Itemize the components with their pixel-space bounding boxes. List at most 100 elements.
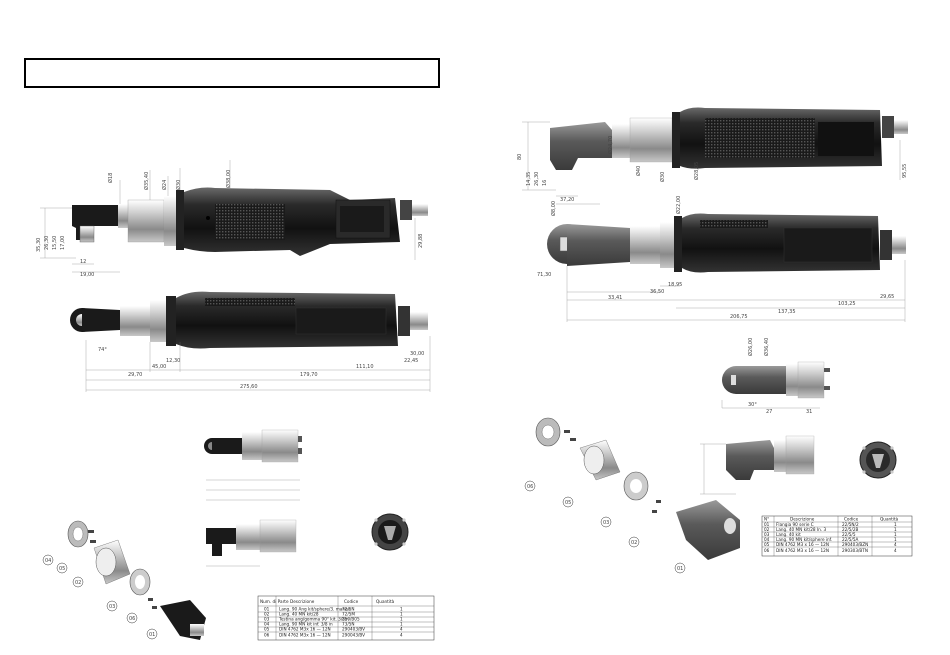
table-cell: 1 — [894, 527, 897, 532]
table-cell: 290403/BV — [342, 627, 365, 632]
table-cell: 4 — [894, 542, 897, 547]
table-cell: 22/5/5 — [842, 532, 856, 537]
dim-label: 111,10 — [356, 364, 374, 370]
dim-label: 103,25 — [838, 301, 856, 307]
table-cell: 06 — [264, 633, 270, 638]
table-cell: 01 — [264, 607, 270, 612]
right-exploded-assembly: 06 05 03 01 02 — [524, 417, 740, 574]
dim-label: Ø30 — [175, 180, 182, 190]
dim-label: 29,88 — [418, 234, 424, 248]
dim-label: Ø8,00 — [550, 201, 557, 216]
dim-label: Ø38,00 — [225, 170, 232, 188]
table-cell: 1 — [894, 537, 897, 542]
table-header: N° — [764, 517, 769, 522]
dim-label: Ø24,70 — [607, 136, 614, 154]
part-label: 01 — [677, 566, 683, 572]
dim-label: Ø30 — [659, 172, 666, 182]
right-front-view: Ø8,00 Ø22,00 71,30 33,41 36,50 18,95 137… — [537, 196, 906, 322]
dim-label: 71,30 — [537, 272, 551, 278]
dim-label: 12 — [80, 259, 86, 265]
table-cell: Lang. 90 MN kit/sphere inf. — [776, 537, 832, 542]
dim-label: 37,20 — [560, 197, 574, 203]
dim-label: Ø26,00 — [747, 338, 754, 356]
dim-label: 30,00 — [410, 351, 424, 357]
table-cell: Lang. 40 MN kit/28 — [279, 612, 319, 617]
dim-label: 27 — [766, 409, 772, 415]
table-cell: 05 — [264, 627, 270, 632]
left-exploded-assembly: 04 05 02 03 06 01 — [42, 520, 206, 640]
table-header: Quantità — [880, 517, 899, 522]
dim-label: 74° — [98, 347, 107, 353]
table-header: Num. di Parte — [260, 599, 289, 604]
part-label: 06 — [129, 616, 135, 622]
table-cell: 1 — [400, 612, 403, 617]
left-top-view: Ø18 Ø35,40 Ø24 Ø30 Ø38,00 35,30 26,30 15… — [36, 160, 428, 278]
right-parts-table: N° Descrizione Codice Quantità 01 Flangi… — [761, 515, 913, 557]
table-cell: 1 — [400, 607, 403, 612]
table-cell: 290303/BTN — [842, 548, 868, 553]
table-cell: 01 — [764, 522, 770, 527]
table-cell: 02 — [264, 612, 270, 617]
dim-label: Ø22,00 — [675, 196, 682, 214]
dim-label: Ø24 — [161, 180, 168, 190]
dim-label: 22,45 — [404, 358, 418, 364]
table-cell: 03 — [264, 617, 270, 622]
table-cell: 22/5N/2 — [842, 522, 859, 527]
title-box — [24, 58, 440, 88]
dim-label: 26,30 — [44, 236, 50, 250]
table-cell: Lang. 90 Ang kit/sphere/3. manev — [279, 607, 351, 612]
dim-label: 179,70 — [300, 372, 318, 378]
left-parts-table: Num. di Parte Descrizione Codice Quantit… — [257, 595, 435, 641]
part-label: 01 — [149, 632, 155, 638]
table-cell: 4 — [400, 633, 403, 638]
table-cell: 4 — [400, 627, 403, 632]
dim-label: Ø18 — [107, 173, 114, 183]
table-cell: 05 — [764, 542, 770, 547]
table-header: Codice — [344, 599, 359, 604]
table-cell: Testina ang/gomma 90° kit. 3/8in — [278, 617, 349, 622]
table-cell: 03 — [764, 532, 770, 537]
table-cell: 72/5M — [342, 612, 355, 617]
table-cell: 06 — [764, 548, 770, 553]
dim-label: 26,30 — [534, 172, 540, 186]
table-cell: DIN 4762 M3 x 16 — 12N — [776, 548, 829, 553]
table-header: Codice — [844, 517, 859, 522]
table-cell: 1 — [400, 617, 403, 622]
dim-label: Ø36,40 — [763, 338, 770, 356]
dim-label: 31 — [806, 409, 812, 415]
dim-label: Ø28,05 — [693, 162, 700, 180]
dim-label: 19,00 — [80, 272, 94, 278]
table-cell: DIN 4762 M3 x 16 — 12N — [776, 542, 829, 547]
part-label: 04 — [45, 558, 51, 564]
table-cell: 4 — [894, 548, 897, 553]
dim-label: 15,50 — [52, 236, 58, 250]
part-label: 02 — [75, 580, 81, 586]
left-detail-views — [204, 429, 409, 567]
dim-label: 30° — [748, 402, 757, 408]
part-label: 03 — [603, 520, 609, 526]
dim-label: 33,41 — [608, 295, 622, 301]
table-cell: DIN 4762 M3x 16 — 12N — [279, 633, 331, 638]
table-cell: 290043/BV — [342, 633, 365, 638]
table-cell: 22/5/2B — [842, 527, 858, 532]
dim-label: 206,75 — [730, 314, 748, 320]
dim-label: 137,35 — [778, 309, 796, 315]
table-cell: 22/5/5A — [842, 537, 858, 542]
left-front-view: 74° 29,70 45,00 12,30 179,70 111,10 30,0… — [70, 291, 431, 392]
table-cell: Lang. 40 kit — [776, 532, 801, 537]
dim-label: 95,55 — [902, 164, 908, 178]
dim-label: 29,70 — [128, 372, 142, 378]
dim-label: Ø35,40 — [143, 172, 150, 190]
table-cell: Lang. 90 MN kit inf. 3/8 in — [279, 622, 333, 627]
table-cell: DIN 4762 M3x 16 — 12N — [279, 627, 331, 632]
dim-label: 275,60 — [240, 384, 258, 390]
table-cell: 1 — [400, 622, 403, 627]
table-cell: Lang. 40 MN kit/28 In. 3 — [776, 527, 826, 532]
table-cell: 290403/BZN — [842, 542, 868, 547]
dim-label: 18,95 — [668, 282, 682, 288]
table-cell: 73/5N — [342, 622, 355, 627]
table-cell: 1 — [894, 532, 897, 537]
dim-label: Ø40 — [635, 166, 642, 176]
table-header: Descrizione — [790, 517, 815, 522]
